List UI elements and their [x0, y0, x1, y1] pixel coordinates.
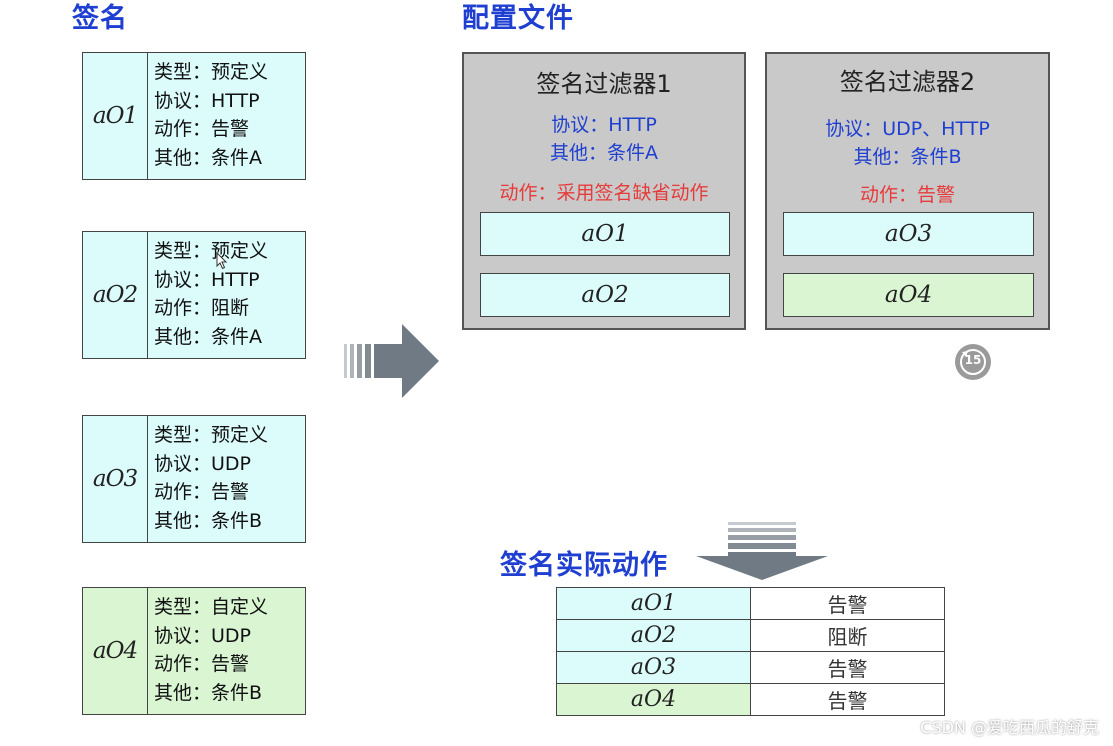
signature-id: aO4 — [83, 588, 148, 714]
signature-action: 动作：告警 — [154, 481, 250, 503]
filter-other: 其他：条件A — [550, 142, 658, 164]
signature-card-a02: aO2 类型：预定义 协议：HTTP 动作：阻断 其他：条件A — [82, 231, 306, 359]
result-signature-id: aO1 — [556, 587, 751, 620]
table-row: aO4 告警 — [556, 683, 945, 716]
signature-id: aO1 — [83, 53, 148, 179]
result-signature-id: aO3 — [556, 651, 751, 684]
signature-id: aO2 — [83, 232, 148, 358]
table-row: aO1 告警 — [556, 587, 945, 620]
signature-type: 类型：预定义 — [154, 240, 269, 262]
signature-other: 其他：条件B — [154, 509, 263, 532]
actual-actions-heading: 签名实际动作 — [500, 550, 668, 581]
filter-member-a04: aO4 — [783, 273, 1034, 317]
actual-action-table: aO1 告警 aO2 阻断 aO3 告警 aO4 告警 — [556, 587, 945, 716]
filter-title: 签名过滤器2 — [839, 68, 976, 96]
signature-filter-2: 签名过滤器2 协议：UDP、HTTP 其他：条件B 动作：告警 aO3 aO4 — [765, 52, 1050, 330]
result-signature-id: aO4 — [556, 683, 751, 716]
replay-icon[interactable]: 15 — [953, 342, 993, 382]
signature-other: 其他：条件A — [154, 146, 262, 169]
filter-action: 动作：告警 — [859, 184, 955, 206]
signature-card-a04: aO4 类型：自定义 协议：UDP 动作：告警 其他：条件B — [82, 587, 306, 715]
filter-other: 其他：条件B — [853, 146, 962, 168]
signature-other: 其他：条件A — [154, 325, 262, 348]
config-file-heading: 配置文件 — [462, 3, 574, 34]
result-action: 阻断 — [750, 619, 945, 652]
signature-protocol: 协议：HTTP — [154, 89, 260, 112]
signature-type: 类型：预定义 — [154, 61, 269, 83]
filter-action: 动作：采用签名缺省动作 — [499, 182, 709, 204]
result-action: 告警 — [750, 587, 945, 620]
result-action: 告警 — [750, 683, 945, 716]
signature-type: 类型：自定义 — [154, 596, 269, 618]
result-signature-id: aO2 — [556, 619, 751, 652]
signature-id: aO3 — [83, 416, 148, 542]
result-action: 告警 — [750, 651, 945, 684]
signature-filter-1: 签名过滤器1 协议：HTTP 其他：条件A 动作：采用签名缺省动作 aO1 aO… — [462, 52, 746, 330]
down-arrow-icon — [696, 522, 828, 580]
filter-member-a02: aO2 — [480, 273, 730, 317]
signature-other: 其他：条件B — [154, 681, 263, 704]
signature-action: 动作：告警 — [154, 653, 250, 675]
signature-type: 类型：预定义 — [154, 424, 269, 446]
mouse-cursor-icon — [216, 252, 228, 270]
filter-member-a03: aO3 — [783, 212, 1034, 256]
signature-card-a01: aO1 类型：预定义 协议：HTTP 动作：告警 其他：条件A — [82, 52, 306, 180]
right-arrow-icon — [344, 324, 439, 398]
signature-protocol: 协议：UDP — [154, 624, 251, 647]
watermark: CSDN @爱吃西瓜的舒克 — [920, 718, 1099, 737]
signature-protocol: 协议：UDP — [154, 452, 251, 475]
signatures-heading: 签名 — [72, 3, 128, 34]
table-row: aO2 阻断 — [556, 619, 945, 652]
signature-card-a03: aO3 类型：预定义 协议：UDP 动作：告警 其他：条件B — [82, 415, 306, 543]
signature-protocol: 协议：HTTP — [154, 268, 260, 291]
table-row: aO3 告警 — [556, 651, 945, 684]
filter-title: 签名过滤器1 — [536, 70, 672, 98]
replay-seconds: 15 — [964, 353, 982, 367]
signature-action: 动作：告警 — [154, 118, 250, 140]
filter-protocol: 协议：HTTP — [551, 114, 657, 136]
filter-protocol: 协议：UDP、HTTP — [825, 118, 990, 140]
filter-member-a01: aO1 — [480, 212, 730, 256]
signature-action: 动作：阻断 — [154, 297, 250, 319]
